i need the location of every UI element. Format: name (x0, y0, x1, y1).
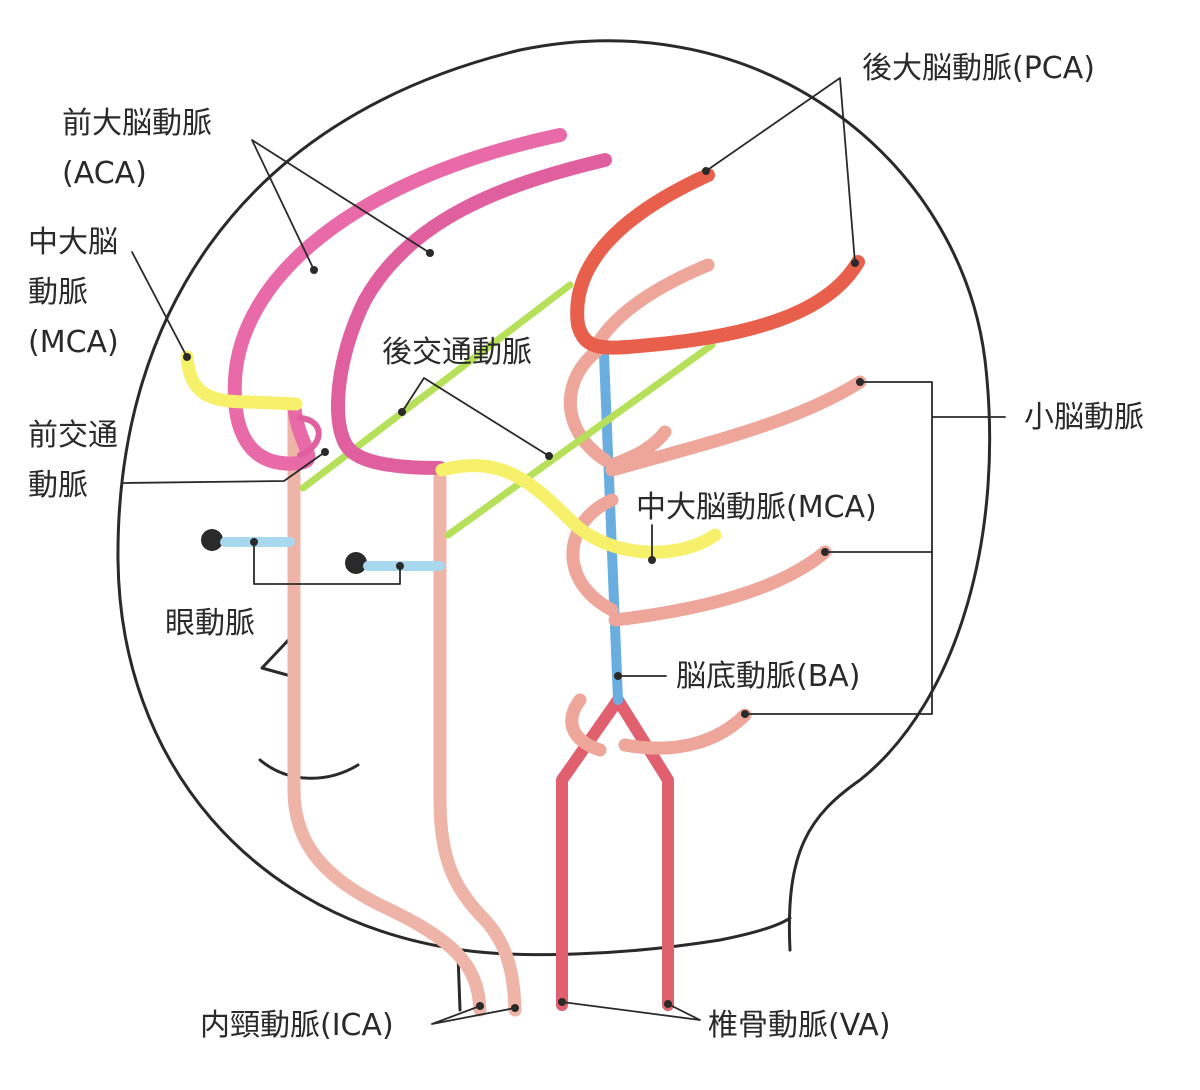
ica-right-vessel (433, 471, 522, 1017)
label-mca-left-line2: 動脈 (28, 275, 88, 310)
cerebellar-vessel-top-branch (593, 258, 715, 347)
cerebellar-vessel-lower (618, 708, 752, 755)
label-acom-line2: 動脈 (28, 468, 88, 503)
leader-cerebellar (744, 381, 1006, 715)
label-pcom: 後交通動脈 (382, 335, 532, 370)
label-ica: 内頸動脈(ICA) (200, 1008, 394, 1043)
label-aca-line2: (ACA) (62, 156, 147, 191)
left-eye (201, 529, 223, 551)
leader-acom (122, 451, 326, 484)
mca-left-vessel (180, 350, 303, 411)
label-ophthalmic: 眼動脈 (165, 606, 255, 641)
leader-vertebral (561, 1001, 701, 1021)
mca-right-vessel (435, 459, 722, 559)
leader-ophthalmic (253, 541, 401, 585)
basilar-vessel (599, 350, 623, 705)
leader-mca-left (131, 251, 188, 358)
label-mca-left-line3: (MCA) (28, 325, 119, 360)
pca-vessel (570, 168, 865, 355)
right-eye (345, 552, 367, 574)
cerebellar-vessel-upper (605, 375, 867, 477)
cerebellar-vessel-arc-2 (566, 493, 619, 617)
head-outline (116, 39, 992, 952)
label-mca-right: 中大脳動脈(MCA) (636, 490, 877, 525)
mouth-mark (258, 758, 360, 780)
cerebellar-vessel-arc-1 (563, 343, 612, 467)
ica-left-vessel (287, 403, 487, 1017)
label-mca-left-line1: 中大脳 (28, 225, 118, 260)
leader-aca (251, 139, 431, 271)
aca-left-vessel (227, 128, 567, 471)
chin-outline (460, 916, 792, 957)
label-basilar: 脳底動脈(BA) (676, 659, 861, 694)
cerebellar-vessels (563, 258, 867, 757)
leader-lines (122, 77, 1006, 1025)
leader-pca (705, 77, 856, 264)
acom-vessel (297, 415, 322, 458)
label-cerebellar: 小脳動脈 (1024, 400, 1144, 435)
aca-right-vessel (331, 153, 612, 475)
leader-pcom (401, 377, 550, 457)
label-aca-line1: 前大脳動脈 (62, 106, 212, 141)
pcom-vessel-lower (444, 341, 716, 539)
label-pca: 後大脳動脈(PCA) (862, 51, 1095, 86)
cerebellar-vessel-lower-loop (565, 693, 607, 757)
cerebellar-vessel-upper-branch (605, 425, 672, 472)
label-vertebral: 椎骨動脈(VA) (708, 1008, 891, 1043)
nose-mark (260, 630, 300, 680)
leader-ica (431, 1005, 516, 1025)
leader-dots (183, 167, 864, 1012)
label-acom-line1: 前交通 (28, 418, 118, 453)
cerebellar-vessel-middle (608, 545, 832, 627)
